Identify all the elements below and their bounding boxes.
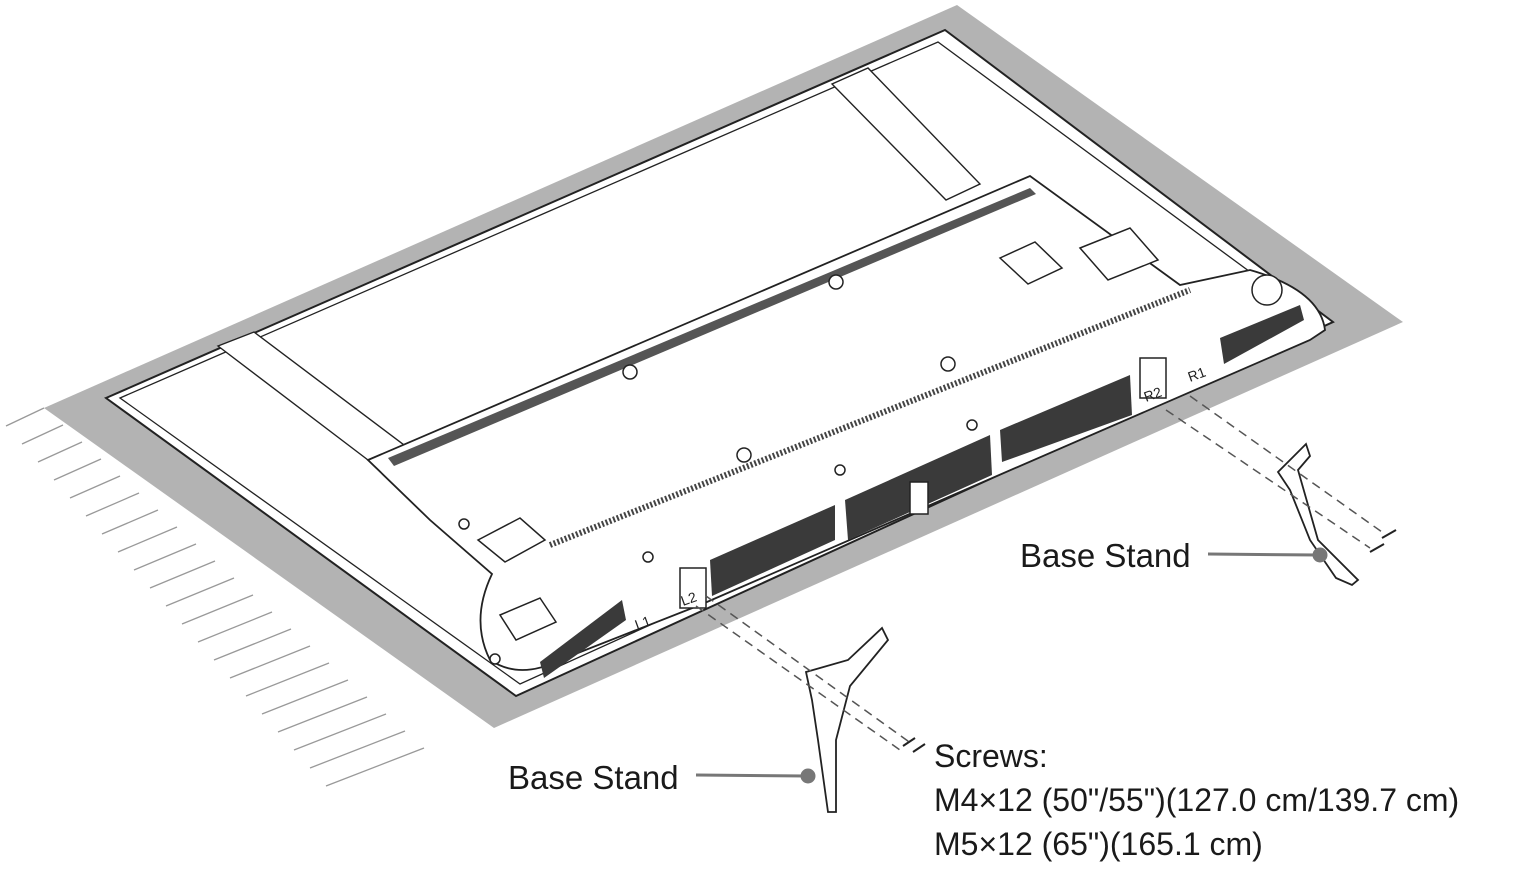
screws-callout: Screws: M4×12 (50"/55")(127.0 cm/139.7 c… [934, 734, 1459, 866]
leader-lines [695, 547, 1328, 784]
screws [902, 529, 1397, 753]
mount-holes [458, 274, 1283, 665]
stand-slots [679, 357, 1167, 609]
base-stand-label-left: Base Stand [508, 759, 679, 796]
slot-label-r1: R1 [1186, 364, 1208, 385]
slot-label-l2: L2 [679, 588, 699, 608]
table-edge-hatching [5, 407, 425, 787]
left-base-stand [804, 626, 890, 813]
screws-title: Screws: [934, 738, 1048, 774]
base-stand-label-right: Base Stand [1020, 537, 1191, 574]
right-base-stand [1276, 442, 1360, 587]
slot-label-r2: R2 [1142, 384, 1164, 405]
slot-label-l1: L1 [633, 612, 653, 632]
alignment-lines [695, 395, 1383, 751]
connector-boxes [476, 227, 1160, 641]
vent-stripe-top [388, 188, 1036, 466]
screws-spec-m5: M5×12 (65")(165.1 cm) [934, 826, 1263, 862]
upper-panel-recess [830, 67, 982, 201]
vent-stripe-front [548, 287, 1192, 548]
screws-spec-m4: M4×12 (50"/55")(127.0 cm/139.7 cm) [934, 782, 1460, 818]
